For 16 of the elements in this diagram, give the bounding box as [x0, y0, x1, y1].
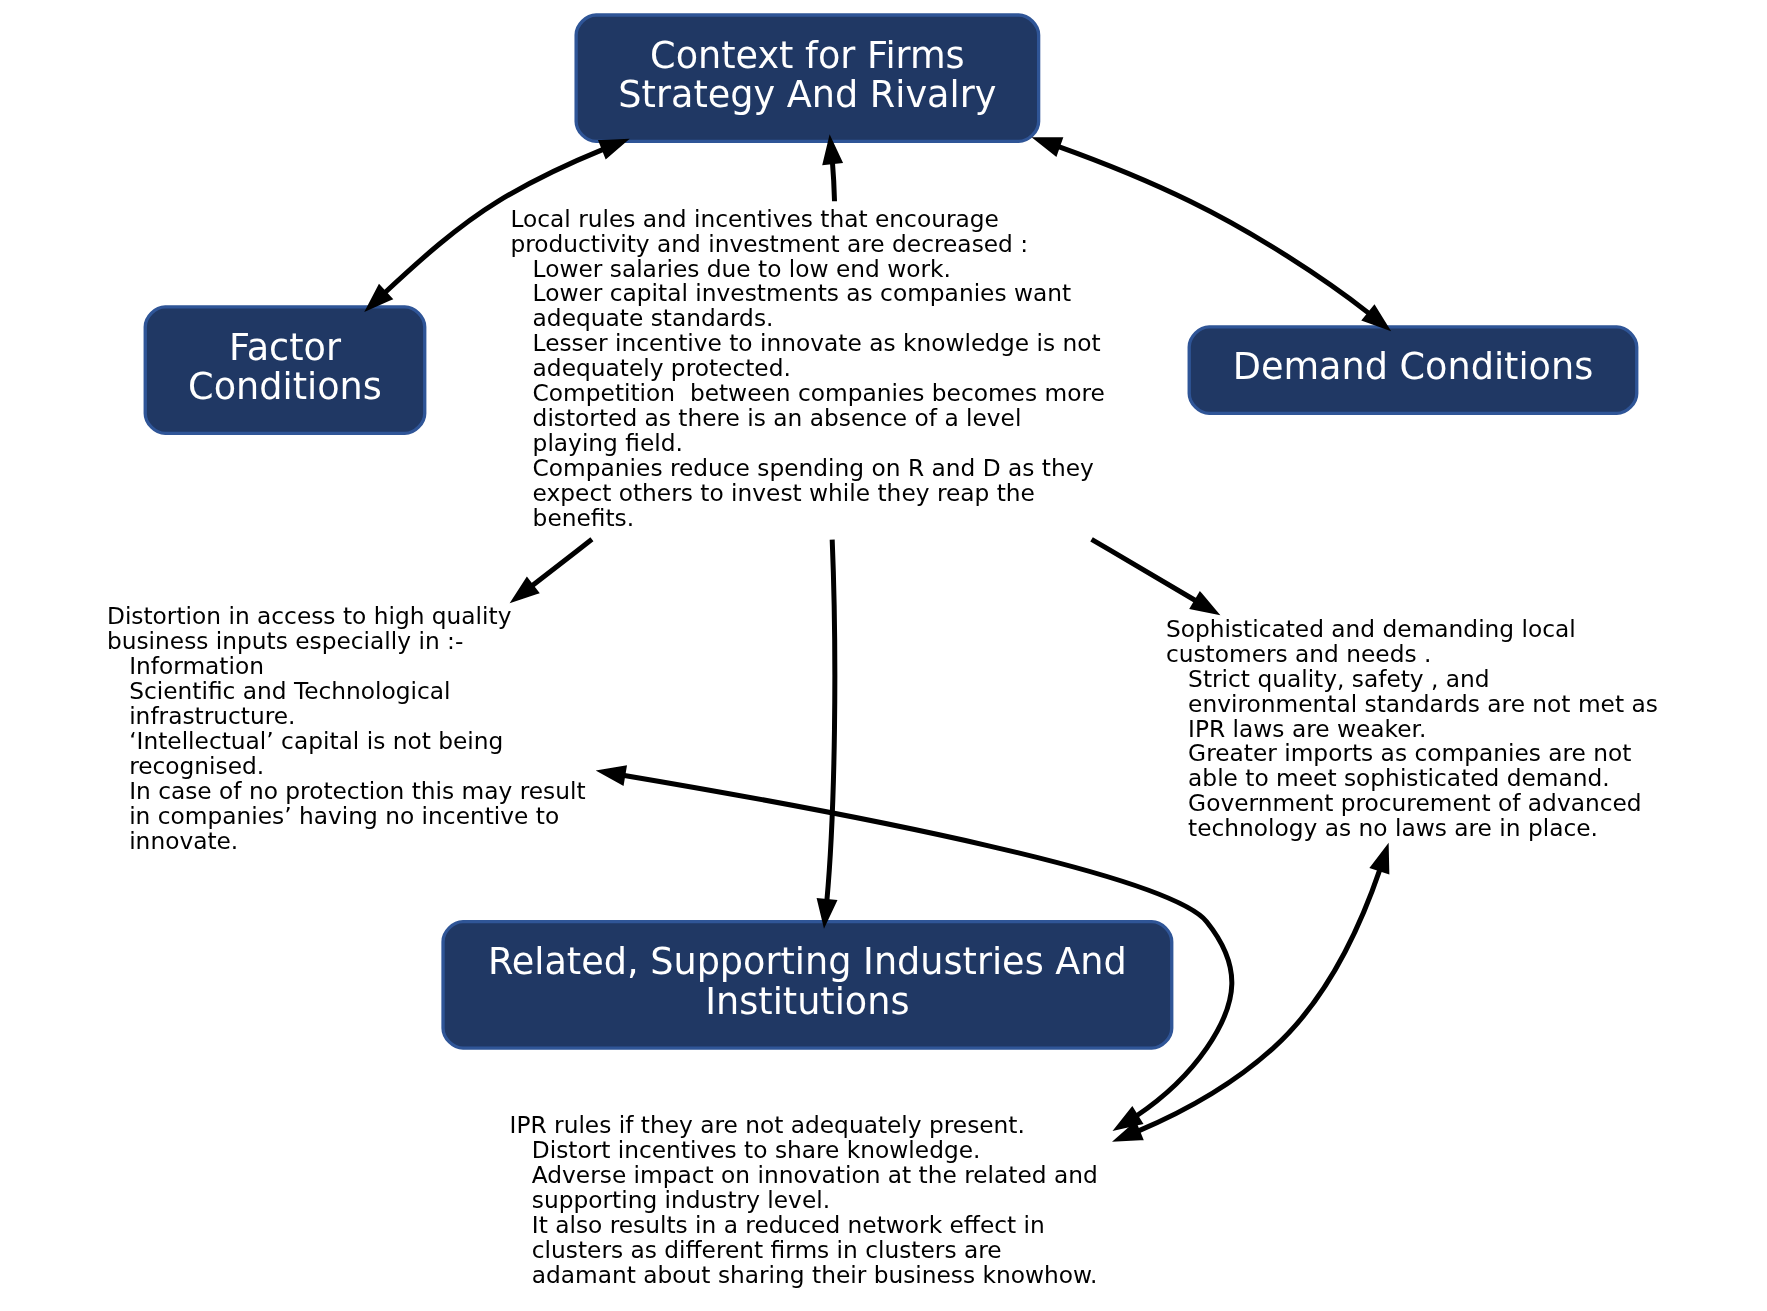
- node-text: Distortion in access to high quality business inputs especially in :- Information Scientific and Technological infrastructure. ‘Intellectual’ capital is not being recognised. In case of no protection this may result in companies’ having no incentive to innovate.: [106, 602, 586, 854]
- node-box: Demand Conditions: [1187, 325, 1639, 416]
- node-text: Sophisticated and demanding local customers and needs . Strict quality, safety , and environmental standards are not met as IPR laws are weaker. Greater imports as companies are not able to meet sophisticated demand. Government procurement of advanced technology as no laws are in place.: [1165, 614, 1658, 842]
- node-box: Related, Supporting Industries And Institutions: [441, 920, 1174, 1050]
- arrow: [822, 134, 844, 202]
- arrow: [1031, 137, 1392, 332]
- arrow: [1090, 537, 1221, 616]
- arrow: [816, 539, 838, 929]
- node-text: Local rules and incentives that encourage productivity and investment are decreased : Lower salaries due to low end work. Lower capital investments as companies want adequate standards. Lesser incentive to innovate as knowledge is not adequately protected. Competition between companies becomes more distorted as there is an absence of a level playing field. Companies reduce spending on R and D as they expect others to invest while they reap the benefits.: [510, 204, 1105, 532]
- arrow: [595, 765, 1235, 1131]
- arrow: [1112, 842, 1390, 1142]
- node-text: IPR rules if they are not adequately present. Distort incentives to share knowledge. Adverse impact on innovation at the related and supporting industry level. It also results in a reduced network effect in clusters as different firms in clusters are adamant about sharing their business knowhow.: [509, 1111, 1098, 1289]
- arrow: [364, 138, 630, 312]
- arrow: [509, 537, 594, 604]
- node-box: Context for Firms Strategy And Rivalry: [574, 13, 1041, 144]
- node-box: Factor Conditions: [143, 305, 427, 436]
